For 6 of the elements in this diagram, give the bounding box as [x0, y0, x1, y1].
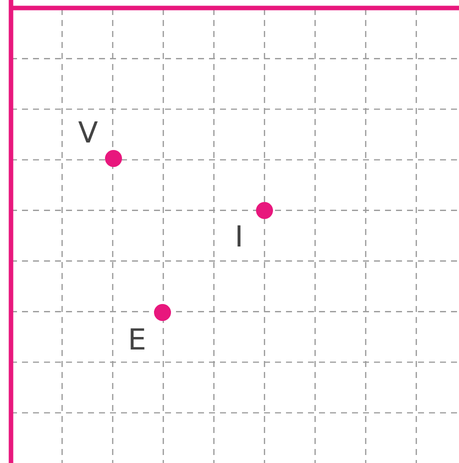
- point-label: V: [78, 118, 98, 148]
- point-marker: [104, 150, 122, 166]
- point-label: E: [128, 326, 146, 354]
- point-marker: [256, 202, 272, 218]
- point-label: I: [234, 222, 244, 252]
- point-marker: [154, 304, 170, 320]
